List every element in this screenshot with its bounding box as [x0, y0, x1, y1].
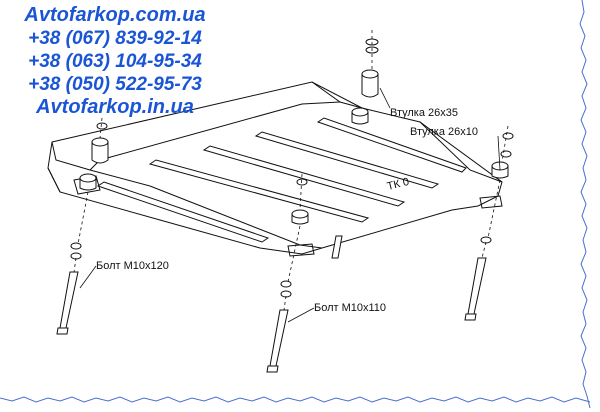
bolt-right — [467, 257, 487, 315]
plate-inner-edge — [89, 101, 341, 171]
bolt-center — [269, 309, 289, 367]
rib-2 — [148, 159, 370, 223]
tab-bottom — [287, 243, 315, 257]
label-bolt-long: Болт M10x120 — [96, 260, 169, 272]
site-link-1[interactable]: Avtofarkop.com.ua — [24, 4, 206, 26]
skid-plate: ТК 0 — [47, 81, 503, 257]
assembly-lines — [73, 30, 509, 311]
bolt-left — [59, 271, 79, 329]
phone-number-1: +38 (067) 839-92-14 — [28, 28, 202, 49]
bolts — [56, 235, 487, 373]
washer — [280, 280, 292, 288]
washer — [296, 178, 308, 186]
torn-edge-bottom — [0, 396, 591, 403]
rib-1 — [96, 181, 270, 243]
plate-front-lip — [47, 167, 61, 193]
bolt-left-head — [56, 327, 69, 335]
phone-number-2: +38 (063) 104-95-34 — [28, 51, 202, 72]
label-bolt-short: Болт M10x110 — [314, 302, 387, 314]
leader-lines — [79, 87, 501, 323]
washer — [500, 150, 512, 158]
phone-number-3: +38 (050) 522-95-73 — [28, 74, 202, 95]
torn-edge-right — [579, 0, 591, 409]
rib-4 — [254, 131, 440, 189]
label-bushing-large: Втулка 26x35 — [390, 107, 459, 119]
site-link-2[interactable]: Avtofarkop.in.ua — [36, 96, 194, 118]
washer — [502, 132, 514, 140]
rib-5 — [316, 117, 467, 173]
plate-side-edge — [419, 121, 503, 183]
bushings — [79, 69, 509, 225]
plate-front-edge — [51, 141, 151, 187]
bolt-center-head — [266, 365, 279, 373]
label-bushing-small: Втулка 26x10 — [410, 126, 479, 138]
bolt-right-head — [464, 313, 477, 321]
bolt-rear — [331, 235, 343, 259]
rib-3 — [202, 145, 406, 207]
washer — [70, 242, 82, 250]
washer — [96, 122, 108, 130]
contact-block: Avtofarkop.com.ua +38 (067) 839-92-14 +3… — [0, 4, 230, 119]
plate-outline — [47, 81, 503, 255]
plate-mark: ТК 0 — [386, 176, 411, 193]
tab-rear-right — [479, 195, 503, 209]
